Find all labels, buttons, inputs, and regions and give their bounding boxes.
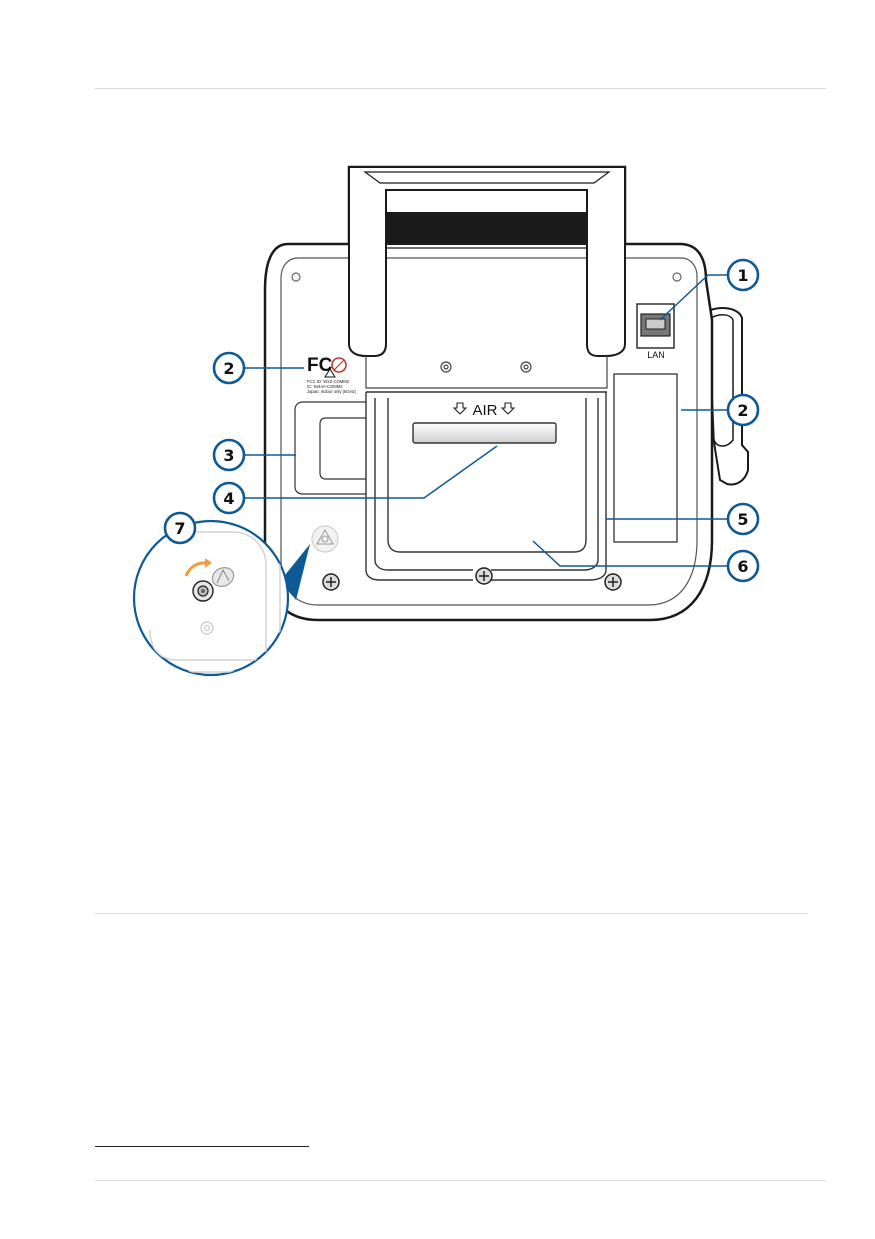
zoom-knob <box>211 567 235 587</box>
label-fine-print-1: FCC ID: W2Z-COMM2 <box>307 379 350 384</box>
fcc-logo: FC <box>307 355 333 376</box>
callout-6: 6 <box>726 549 760 583</box>
callouts: 1 2 2 3 4 5 6 7 <box>163 258 760 583</box>
lan-label: LAN <box>647 350 665 360</box>
top-rule <box>95 88 826 89</box>
callout-number: 2 <box>223 359 234 378</box>
screw-bottom-left <box>322 573 340 591</box>
middle-rule <box>95 913 808 914</box>
air-marking: AIR <box>452 402 516 419</box>
callout-number: 3 <box>223 446 234 465</box>
air-label: AIR <box>472 402 497 419</box>
callout-number: 5 <box>737 510 748 529</box>
zoom-pointer <box>281 544 310 600</box>
callout-number: 4 <box>223 489 234 508</box>
callout-1: 1 <box>726 258 760 292</box>
rcm-mark-icon <box>324 368 336 378</box>
callout-4: 4 <box>212 481 246 515</box>
callout-number: 7 <box>174 519 185 538</box>
callout-number: 2 <box>737 401 748 420</box>
callout-5: 5 <box>726 502 760 536</box>
callout-number: 1 <box>737 266 748 285</box>
handle-frame <box>365 391 607 581</box>
release-knob <box>311 525 339 553</box>
label-fine-print-3: Japan: Indoor only (5GHz) <box>307 389 357 394</box>
cover-screw <box>475 567 493 585</box>
callout-2: 2 <box>212 351 246 385</box>
bottom-rule <box>95 1180 826 1181</box>
callout-3: 3 <box>212 438 246 472</box>
center-plate <box>365 356 608 389</box>
air-vent <box>412 422 557 444</box>
callout-7: 7 <box>163 511 197 545</box>
leader-lines <box>244 274 727 567</box>
regulatory-label: FC FCC ID: W2Z-COMM2 IC: 9444A-COMM2 Jap… <box>307 355 357 394</box>
label-fine-print-2: IC: 9444A-COMM2 <box>307 384 343 389</box>
callout-2: 2 <box>726 393 760 427</box>
recessed-panel <box>294 401 366 495</box>
top-handle <box>348 166 626 357</box>
callout-number: 6 <box>737 557 748 576</box>
zoom-screw <box>192 580 214 602</box>
lan-port: LAN <box>636 303 675 360</box>
battery-cover <box>374 398 599 571</box>
label-area-right <box>613 373 678 543</box>
screw-bottom-right <box>604 573 622 591</box>
footnote-rule <box>95 1146 309 1147</box>
